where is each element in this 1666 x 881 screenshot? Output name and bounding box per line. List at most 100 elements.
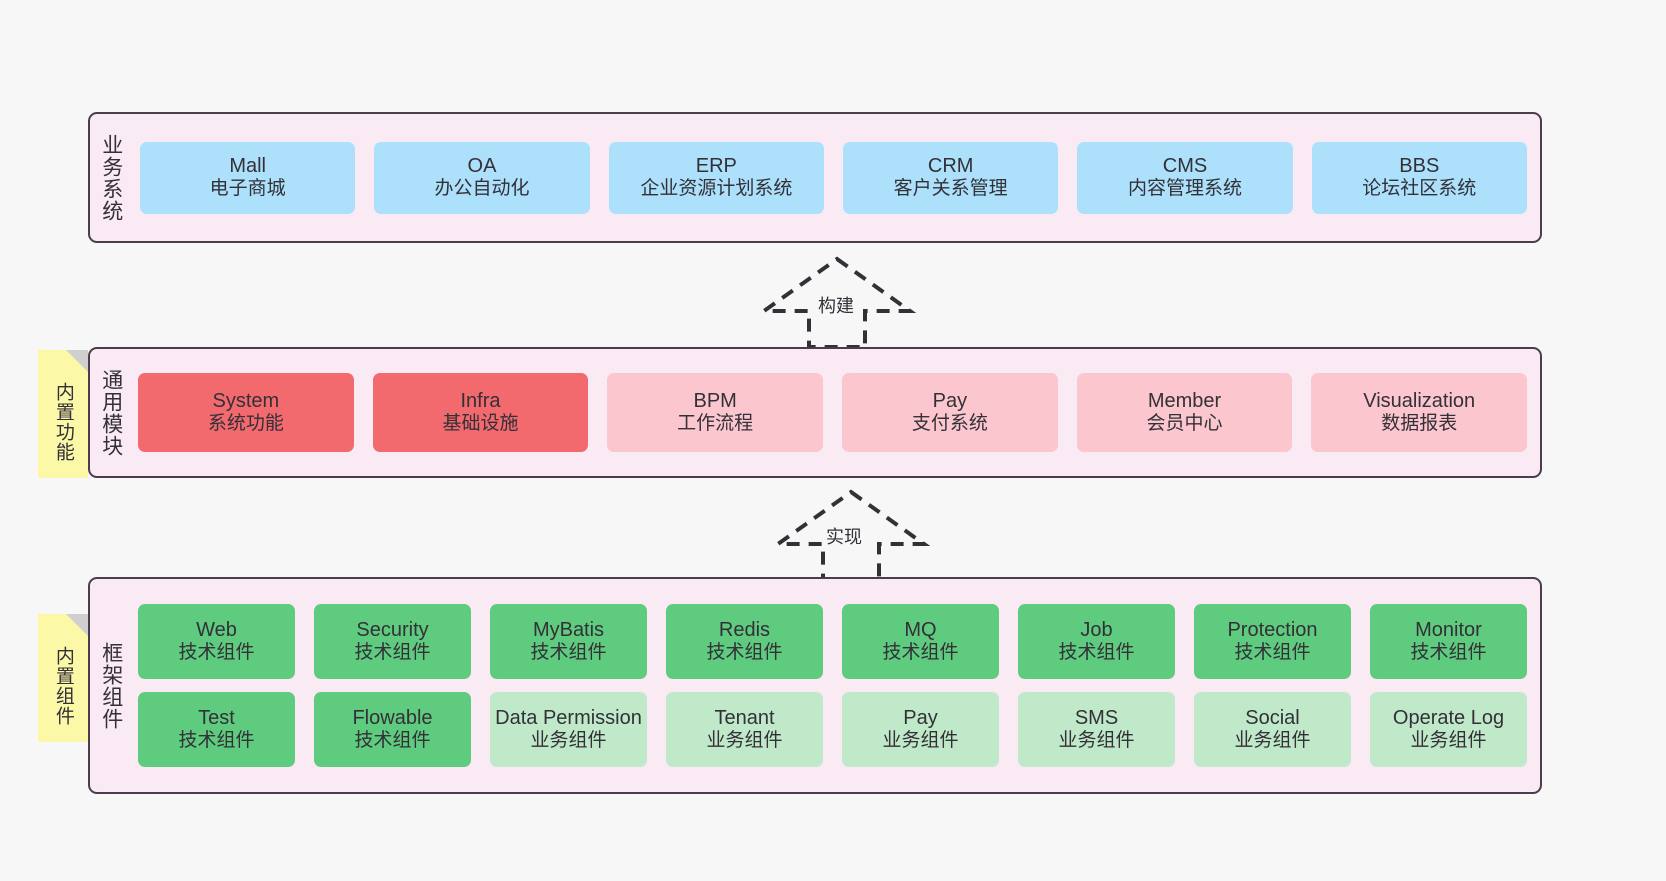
card-title: BPM (693, 389, 737, 412)
card-subtitle: 技术组件 (530, 642, 607, 664)
note-builtin-component: 内置组件 (38, 614, 88, 742)
card-subtitle: 技术组件 (354, 642, 431, 664)
card-flowable[interactable]: Flowable 技术组件 (314, 692, 471, 767)
card-subtitle: 业务组件 (706, 730, 783, 752)
card-title: Flowable (352, 706, 433, 729)
layer-common-modules: 通用模块 System 系统功能 Infra 基础设施 BPM 工作流程 Pay… (88, 347, 1542, 478)
card-mq[interactable]: MQ 技术组件 (842, 604, 999, 679)
card-subtitle: 业务组件 (1058, 730, 1135, 752)
card-bpm[interactable]: BPM 工作流程 (607, 373, 824, 452)
card-title: Infra (460, 389, 501, 412)
card-protection[interactable]: Protection 技术组件 (1194, 604, 1351, 679)
arrow-label-implement: 实现 (826, 527, 862, 547)
layer-body-common: System 系统功能 Infra 基础设施 BPM 工作流程 Pay 支付系统… (132, 349, 1540, 476)
card-tenant[interactable]: Tenant 业务组件 (666, 692, 823, 767)
card-cms[interactable]: CMS 内容管理系统 (1077, 141, 1293, 214)
card-subtitle: 数据报表 (1381, 413, 1458, 435)
card-pay-business[interactable]: Pay 业务组件 (842, 692, 999, 767)
card-subtitle: 客户关系管理 (893, 178, 1008, 200)
card-member[interactable]: Member 会员中心 (1076, 373, 1293, 452)
card-title: BBS (1399, 154, 1440, 177)
card-title: ERP (695, 154, 737, 177)
card-social[interactable]: Social 业务组件 (1194, 692, 1351, 767)
card-title: Visualization (1363, 389, 1476, 412)
card-web[interactable]: Web 技术组件 (138, 604, 295, 679)
card-subtitle: 基础设施 (442, 413, 519, 435)
card-subtitle: 技术组件 (706, 642, 783, 664)
card-title: Web (196, 618, 237, 641)
card-title: Mall (229, 154, 266, 177)
card-subtitle: 工作流程 (677, 413, 754, 435)
card-subtitle: 会员中心 (1146, 413, 1223, 435)
card-subtitle: 业务组件 (530, 730, 607, 752)
layer-body-frame: Web 技术组件 Security 技术组件 MyBatis 技术组件 Redi… (132, 579, 1540, 792)
card-bbs[interactable]: BBS 论坛社区系统 (1311, 141, 1527, 214)
card-title: Redis (718, 618, 771, 641)
card-redis[interactable]: Redis 技术组件 (666, 604, 823, 679)
card-mall[interactable]: Mall 电子商城 (140, 141, 356, 214)
card-title: Security (356, 618, 429, 641)
arrow-label-build: 构建 (818, 296, 854, 316)
card-title: Operate Log (1392, 706, 1505, 729)
card-monitor[interactable]: Monitor 技术组件 (1370, 604, 1527, 679)
card-title: SMS (1074, 706, 1119, 729)
card-visualization[interactable]: Visualization 数据报表 (1311, 373, 1528, 452)
card-row: Test 技术组件 Flowable 技术组件 Data Permission … (138, 692, 1527, 767)
layer-title-common: 通用模块 (99, 368, 123, 457)
card-test[interactable]: Test 技术组件 (138, 692, 295, 767)
card-title: Data Permission (495, 706, 642, 729)
card-title: CMS (1162, 154, 1208, 177)
card-crm[interactable]: CRM 客户关系管理 (842, 141, 1059, 214)
card-subtitle: 支付系统 (911, 413, 988, 435)
card-title: Protection (1227, 618, 1318, 641)
card-title: OA (467, 154, 497, 177)
card-title: Social (1245, 706, 1300, 729)
card-subtitle: 技术组件 (354, 730, 431, 752)
note-label: 内置组件 (52, 646, 74, 726)
card-pay[interactable]: Pay 支付系统 (842, 373, 1058, 452)
card-title: Monitor (1415, 618, 1482, 641)
card-title: CRM (927, 154, 974, 177)
card-subtitle: 技术组件 (178, 730, 255, 752)
card-title: Job (1080, 618, 1113, 641)
card-subtitle: 业务组件 (1234, 730, 1311, 752)
layer-title-business: 业务系统 (99, 133, 123, 222)
card-subtitle: 技术组件 (1410, 642, 1487, 664)
card-row: System 系统功能 Infra 基础设施 BPM 工作流程 Pay 支付系统… (138, 373, 1528, 452)
note-builtin-function: 内置功能 (38, 350, 88, 478)
card-subtitle: 内容管理系统 (1127, 178, 1242, 200)
card-erp[interactable]: ERP 企业资源计划系统 (608, 141, 824, 214)
card-title: Pay (932, 389, 968, 412)
layer-title-frame: 框架组件 (99, 641, 123, 730)
card-title: System (212, 389, 280, 412)
card-system[interactable]: System 系统功能 (138, 373, 354, 452)
card-subtitle: 业务组件 (882, 730, 959, 752)
card-subtitle: 电子商城 (209, 178, 286, 200)
card-title: MQ (904, 618, 937, 641)
card-mybatis[interactable]: MyBatis 技术组件 (490, 604, 647, 679)
card-title: Member (1147, 389, 1222, 412)
layer-body-business: Mall 电子商城 OA 办公自动化 ERP 企业资源计划系统 CRM 客户关系… (132, 114, 1540, 241)
card-subtitle: 企业资源计划系统 (640, 178, 793, 200)
layer-framework-components: 框架组件 Web 技术组件 Security 技术组件 MyBatis 技术组件… (88, 577, 1542, 794)
card-subtitle: 业务组件 (1410, 730, 1487, 752)
note-label: 内置功能 (52, 382, 74, 462)
card-title: Test (198, 706, 235, 729)
card-sms[interactable]: SMS 业务组件 (1018, 692, 1175, 767)
card-title: Tenant (714, 706, 775, 729)
layer-business-systems: 业务系统 Mall 电子商城 OA 办公自动化 ERP 企业资源计划系统 CRM… (88, 112, 1542, 243)
card-job[interactable]: Job 技术组件 (1018, 604, 1175, 679)
card-subtitle: 技术组件 (1058, 642, 1135, 664)
card-subtitle: 系统功能 (207, 413, 284, 435)
card-subtitle: 技术组件 (1234, 642, 1311, 664)
card-security[interactable]: Security 技术组件 (314, 604, 471, 679)
card-title: MyBatis (532, 618, 605, 641)
card-subtitle: 技术组件 (882, 642, 959, 664)
card-title: Pay (903, 706, 938, 729)
card-row: Web 技术组件 Security 技术组件 MyBatis 技术组件 Redi… (138, 604, 1527, 679)
card-oa[interactable]: OA 办公自动化 (374, 141, 590, 214)
card-infra[interactable]: Infra 基础设施 (372, 373, 589, 452)
card-operate-log[interactable]: Operate Log 业务组件 (1370, 692, 1527, 767)
card-data-permission[interactable]: Data Permission 业务组件 (490, 692, 647, 767)
card-row: Mall 电子商城 OA 办公自动化 ERP 企业资源计划系统 CRM 客户关系… (140, 141, 1527, 214)
